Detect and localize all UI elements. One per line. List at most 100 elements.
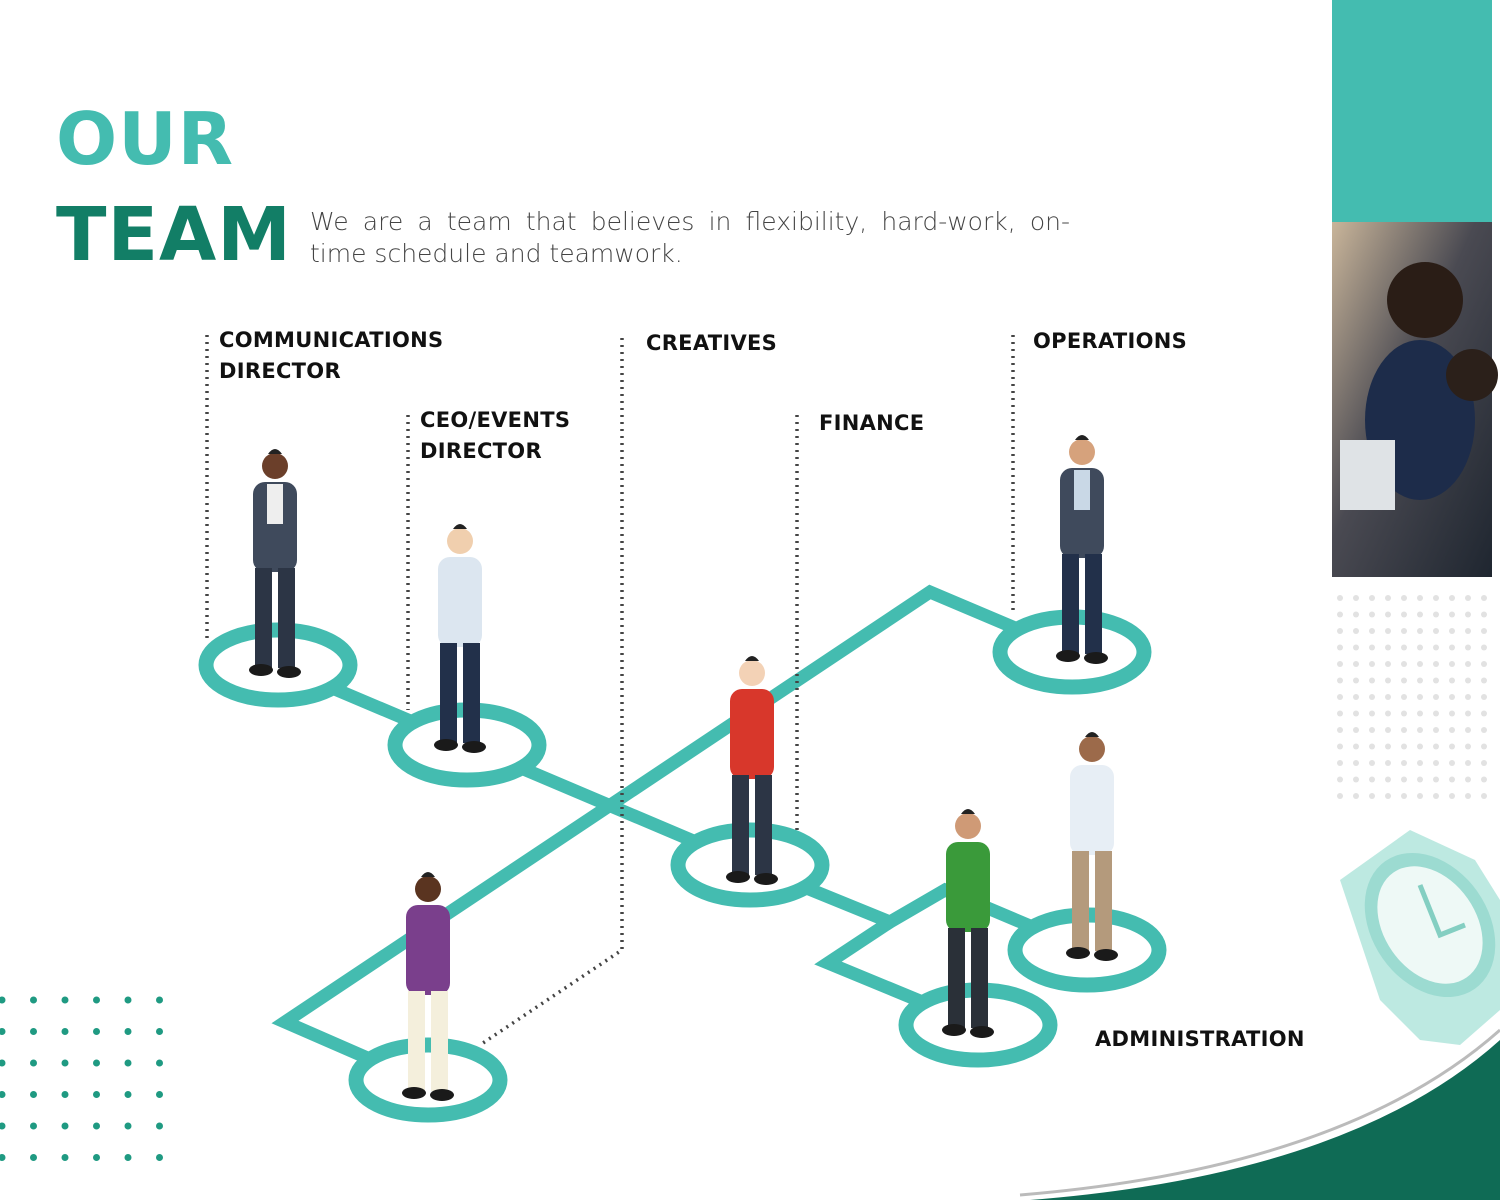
dot	[1465, 644, 1471, 651]
dot	[1433, 677, 1439, 684]
dot	[30, 996, 37, 1004]
person-ceo	[434, 524, 486, 753]
dot	[1385, 611, 1391, 618]
dot	[1337, 628, 1343, 634]
dot	[1417, 793, 1423, 799]
dot	[1401, 743, 1407, 750]
dot	[156, 1154, 163, 1161]
dot	[1401, 628, 1407, 634]
dot	[1481, 694, 1487, 700]
bottom-wave	[1019, 1028, 1500, 1200]
dot	[0, 1154, 6, 1161]
dot	[1353, 793, 1359, 799]
dot	[124, 1154, 132, 1161]
clock-icon	[1340, 830, 1500, 1045]
dot	[30, 1122, 37, 1130]
dot	[1401, 694, 1407, 700]
dot	[1385, 710, 1391, 717]
dot	[1481, 760, 1487, 766]
dot	[1369, 743, 1375, 750]
dot	[1385, 677, 1391, 684]
tagline: We are a team that believes in flexibili…	[310, 207, 1070, 268]
dot	[1369, 760, 1375, 766]
dot	[1417, 611, 1423, 618]
dot	[1353, 661, 1359, 667]
dot	[1353, 644, 1359, 651]
dot	[124, 1059, 132, 1067]
dot	[1401, 661, 1407, 667]
dot	[1353, 743, 1359, 750]
dot	[1465, 743, 1471, 750]
dot	[1385, 776, 1391, 783]
dot	[1401, 710, 1407, 717]
dot	[1417, 776, 1423, 783]
dot	[1449, 710, 1455, 717]
node-ring-creatives	[670, 822, 830, 908]
dot	[1353, 710, 1359, 717]
dot	[1369, 776, 1375, 783]
dot	[93, 1028, 100, 1035]
dot	[156, 1122, 163, 1130]
dot	[1385, 661, 1391, 667]
dot	[1433, 710, 1439, 717]
people-figures	[249, 435, 1118, 1101]
dot-grid-left	[0, 996, 163, 1161]
dot	[1481, 677, 1487, 684]
dot	[1353, 628, 1359, 634]
dot	[1449, 628, 1455, 634]
dot	[1449, 661, 1455, 667]
dot	[1465, 793, 1471, 799]
dot	[1417, 727, 1423, 733]
dot	[1481, 776, 1487, 783]
dot	[1449, 694, 1455, 700]
dot	[1353, 677, 1359, 684]
dot	[1369, 793, 1375, 799]
dot	[1385, 743, 1391, 750]
dot	[1433, 793, 1439, 799]
dot	[1417, 677, 1423, 684]
dot	[1433, 595, 1439, 601]
dot	[61, 1028, 69, 1035]
dot	[1481, 644, 1487, 651]
role-label: COMMUNICATIONS	[219, 328, 444, 352]
dot	[1449, 760, 1455, 766]
dot	[1465, 776, 1471, 783]
dot	[1369, 727, 1375, 733]
dot	[1369, 628, 1375, 634]
dot	[1465, 694, 1471, 700]
dot	[1481, 743, 1487, 750]
dot-grid-right	[1337, 595, 1487, 799]
dot	[1481, 628, 1487, 634]
dot	[1401, 793, 1407, 799]
dot	[61, 1091, 69, 1098]
dot	[1433, 743, 1439, 750]
dot	[1481, 727, 1487, 733]
role-label: CEO/EVENTS	[420, 408, 571, 432]
dot	[1465, 710, 1471, 717]
dot	[1449, 727, 1455, 733]
dot	[1337, 644, 1343, 651]
person-creatives	[726, 656, 778, 885]
dot	[1353, 727, 1359, 733]
dot	[0, 1028, 6, 1035]
dot	[1433, 727, 1439, 733]
dot	[1433, 694, 1439, 700]
role-label: DIRECTOR	[420, 439, 542, 463]
dot	[124, 1122, 132, 1130]
dot	[1369, 710, 1375, 717]
dot	[30, 1091, 37, 1098]
person-finance	[402, 872, 454, 1101]
dot	[1401, 677, 1407, 684]
person-operations	[1056, 435, 1108, 664]
dot	[93, 996, 100, 1004]
dot	[1465, 727, 1471, 733]
dot	[0, 1091, 6, 1098]
dot	[1369, 611, 1375, 618]
dot	[61, 996, 69, 1004]
dot	[1337, 743, 1343, 750]
dot	[1481, 595, 1487, 601]
dot	[1449, 677, 1455, 684]
person-admin-1	[1066, 732, 1118, 961]
